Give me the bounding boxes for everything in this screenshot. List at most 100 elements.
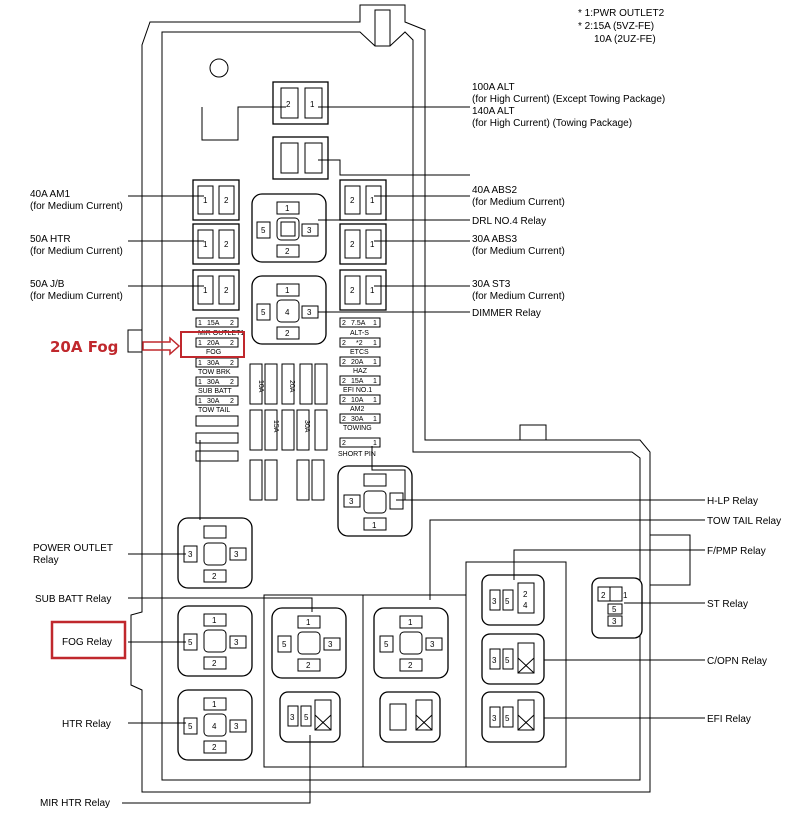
svg-text:5: 5	[505, 656, 510, 665]
svg-text:1: 1	[306, 618, 311, 627]
svg-text:5: 5	[188, 638, 193, 647]
fog-fuse-highlight	[180, 331, 245, 358]
svg-text:EFI Relay: EFI Relay	[707, 714, 751, 725]
copn-relay: 3 5	[481, 633, 545, 685]
svg-text:1: 1	[370, 286, 375, 295]
svg-text:2: 2	[230, 320, 234, 327]
svg-text:1: 1	[310, 100, 315, 109]
svg-text:2: 2	[350, 240, 355, 249]
fog-fuse-label: 20A Fog	[50, 338, 118, 356]
svg-text:2: 2	[224, 240, 229, 249]
svg-text:1: 1	[198, 398, 202, 405]
svg-text:1: 1	[212, 616, 217, 625]
svg-text:2: 2	[224, 196, 229, 205]
svg-text:3: 3	[188, 550, 193, 559]
svg-text:2: 2	[342, 378, 346, 385]
svg-text:AM2: AM2	[350, 406, 365, 413]
svg-text:15A: 15A	[207, 320, 220, 327]
svg-text:1: 1	[203, 240, 208, 249]
svg-text:2: 2	[286, 100, 291, 109]
svg-text:2: 2	[601, 591, 606, 600]
note-3: 10A (2UZ-FE)	[594, 34, 656, 45]
svg-text:1: 1	[198, 360, 202, 367]
svg-text:(for Medium Current): (for Medium Current)	[472, 291, 565, 302]
svg-text:(for Medium Current): (for Medium Current)	[472, 246, 565, 257]
svg-text:4: 4	[212, 722, 217, 731]
dimmer-relay: 1 5 4 3 2	[251, 275, 327, 345]
label-power-outlet-relay: Relay	[33, 555, 59, 566]
svg-text:20A: 20A	[288, 380, 295, 393]
svg-text:2: 2	[306, 661, 311, 670]
fuse-mid-vertical: 10A 20A 15A 30A	[249, 363, 328, 501]
label-am1-sub: (for Medium Current)	[30, 201, 123, 212]
svg-text:2: 2	[342, 440, 346, 447]
label-jb-sub: (for Medium Current)	[30, 291, 123, 302]
note-2: * 2:15A (5VZ-FE)	[578, 21, 654, 32]
svg-text:2: 2	[342, 340, 346, 347]
svg-text:5: 5	[384, 640, 389, 649]
svg-text:3: 3	[492, 597, 497, 606]
svg-text:5: 5	[505, 714, 510, 723]
svg-text:30A: 30A	[207, 360, 220, 367]
svg-text:HAZ: HAZ	[353, 368, 368, 375]
left-labels: 40A AM1 (for Medium Current) 50A HTR (fo…	[30, 189, 123, 809]
svg-text:40A ABS2: 40A ABS2	[472, 185, 517, 196]
svg-text:2: 2	[285, 329, 290, 338]
svg-text:3: 3	[492, 656, 497, 665]
svg-text:3: 3	[234, 638, 239, 647]
note-1: * 1:PWR OUTLET2	[578, 8, 665, 19]
svg-text:2: 2	[342, 320, 346, 327]
svg-text:5: 5	[505, 597, 510, 606]
label-htr-relay: HTR Relay	[62, 719, 111, 730]
svg-text:5: 5	[612, 605, 617, 614]
fog-arrow-icon	[142, 336, 181, 356]
svg-text:15A: 15A	[351, 378, 364, 385]
footnotes: * 1:PWR OUTLET2 * 2:15A (5VZ-FE) 10A (2U…	[578, 8, 665, 45]
fog-relay-highlight	[50, 620, 127, 660]
svg-text:30A: 30A	[207, 379, 220, 386]
svg-text:H-LP Relay: H-LP Relay	[707, 496, 758, 507]
svg-text:30A: 30A	[303, 420, 310, 433]
svg-text:2: 2	[342, 397, 346, 404]
svg-text:2: 2	[230, 340, 234, 347]
svg-text:TOW BRK: TOW BRK	[198, 369, 231, 376]
svg-text:F/PMP Relay: F/PMP Relay	[707, 546, 766, 557]
svg-text:1: 1	[198, 379, 202, 386]
spare-relay	[379, 691, 441, 743]
svg-text:1: 1	[373, 320, 377, 327]
svg-text:5: 5	[188, 722, 193, 731]
svg-text:2: 2	[230, 360, 234, 367]
svg-text:1: 1	[373, 440, 377, 447]
svg-text:2: 2	[230, 398, 234, 405]
svg-text:10A: 10A	[257, 380, 264, 393]
svg-text:MIR OUTLET1: MIR OUTLET1	[198, 330, 244, 337]
svg-text:(for High Current) (Except To: (for High Current) (Except Towing Packag…	[472, 94, 665, 105]
mount-hole	[209, 58, 229, 78]
svg-text:SHORT PIN: SHORT PIN	[338, 451, 376, 458]
fog-fuse-callout: 20A Fog	[50, 331, 245, 358]
svg-text:2: 2	[230, 379, 234, 386]
svg-text:ST Relay: ST Relay	[707, 599, 748, 610]
svg-text:3: 3	[290, 713, 295, 722]
svg-text:1: 1	[373, 340, 377, 347]
svg-text:(for High Current) (Towing Pa: (for High Current) (Towing Package)	[472, 118, 632, 129]
svg-text:4: 4	[523, 601, 528, 610]
svg-text:140A ALT: 140A ALT	[472, 106, 515, 117]
svg-text:TOW TAIL: TOW TAIL	[198, 407, 230, 414]
svg-text:3: 3	[328, 640, 333, 649]
svg-text:20A: 20A	[351, 359, 364, 366]
svg-text:1: 1	[370, 240, 375, 249]
power-outlet-relay: 3 3 2	[177, 517, 253, 589]
fog-relay: 1 5 3 2	[177, 605, 253, 677]
svg-text:DIMMER Relay: DIMMER Relay	[472, 308, 541, 319]
side-tab-left	[127, 329, 143, 353]
svg-text:1: 1	[203, 286, 208, 295]
svg-text:1: 1	[212, 700, 217, 709]
svg-text:100A ALT: 100A ALT	[472, 82, 515, 93]
